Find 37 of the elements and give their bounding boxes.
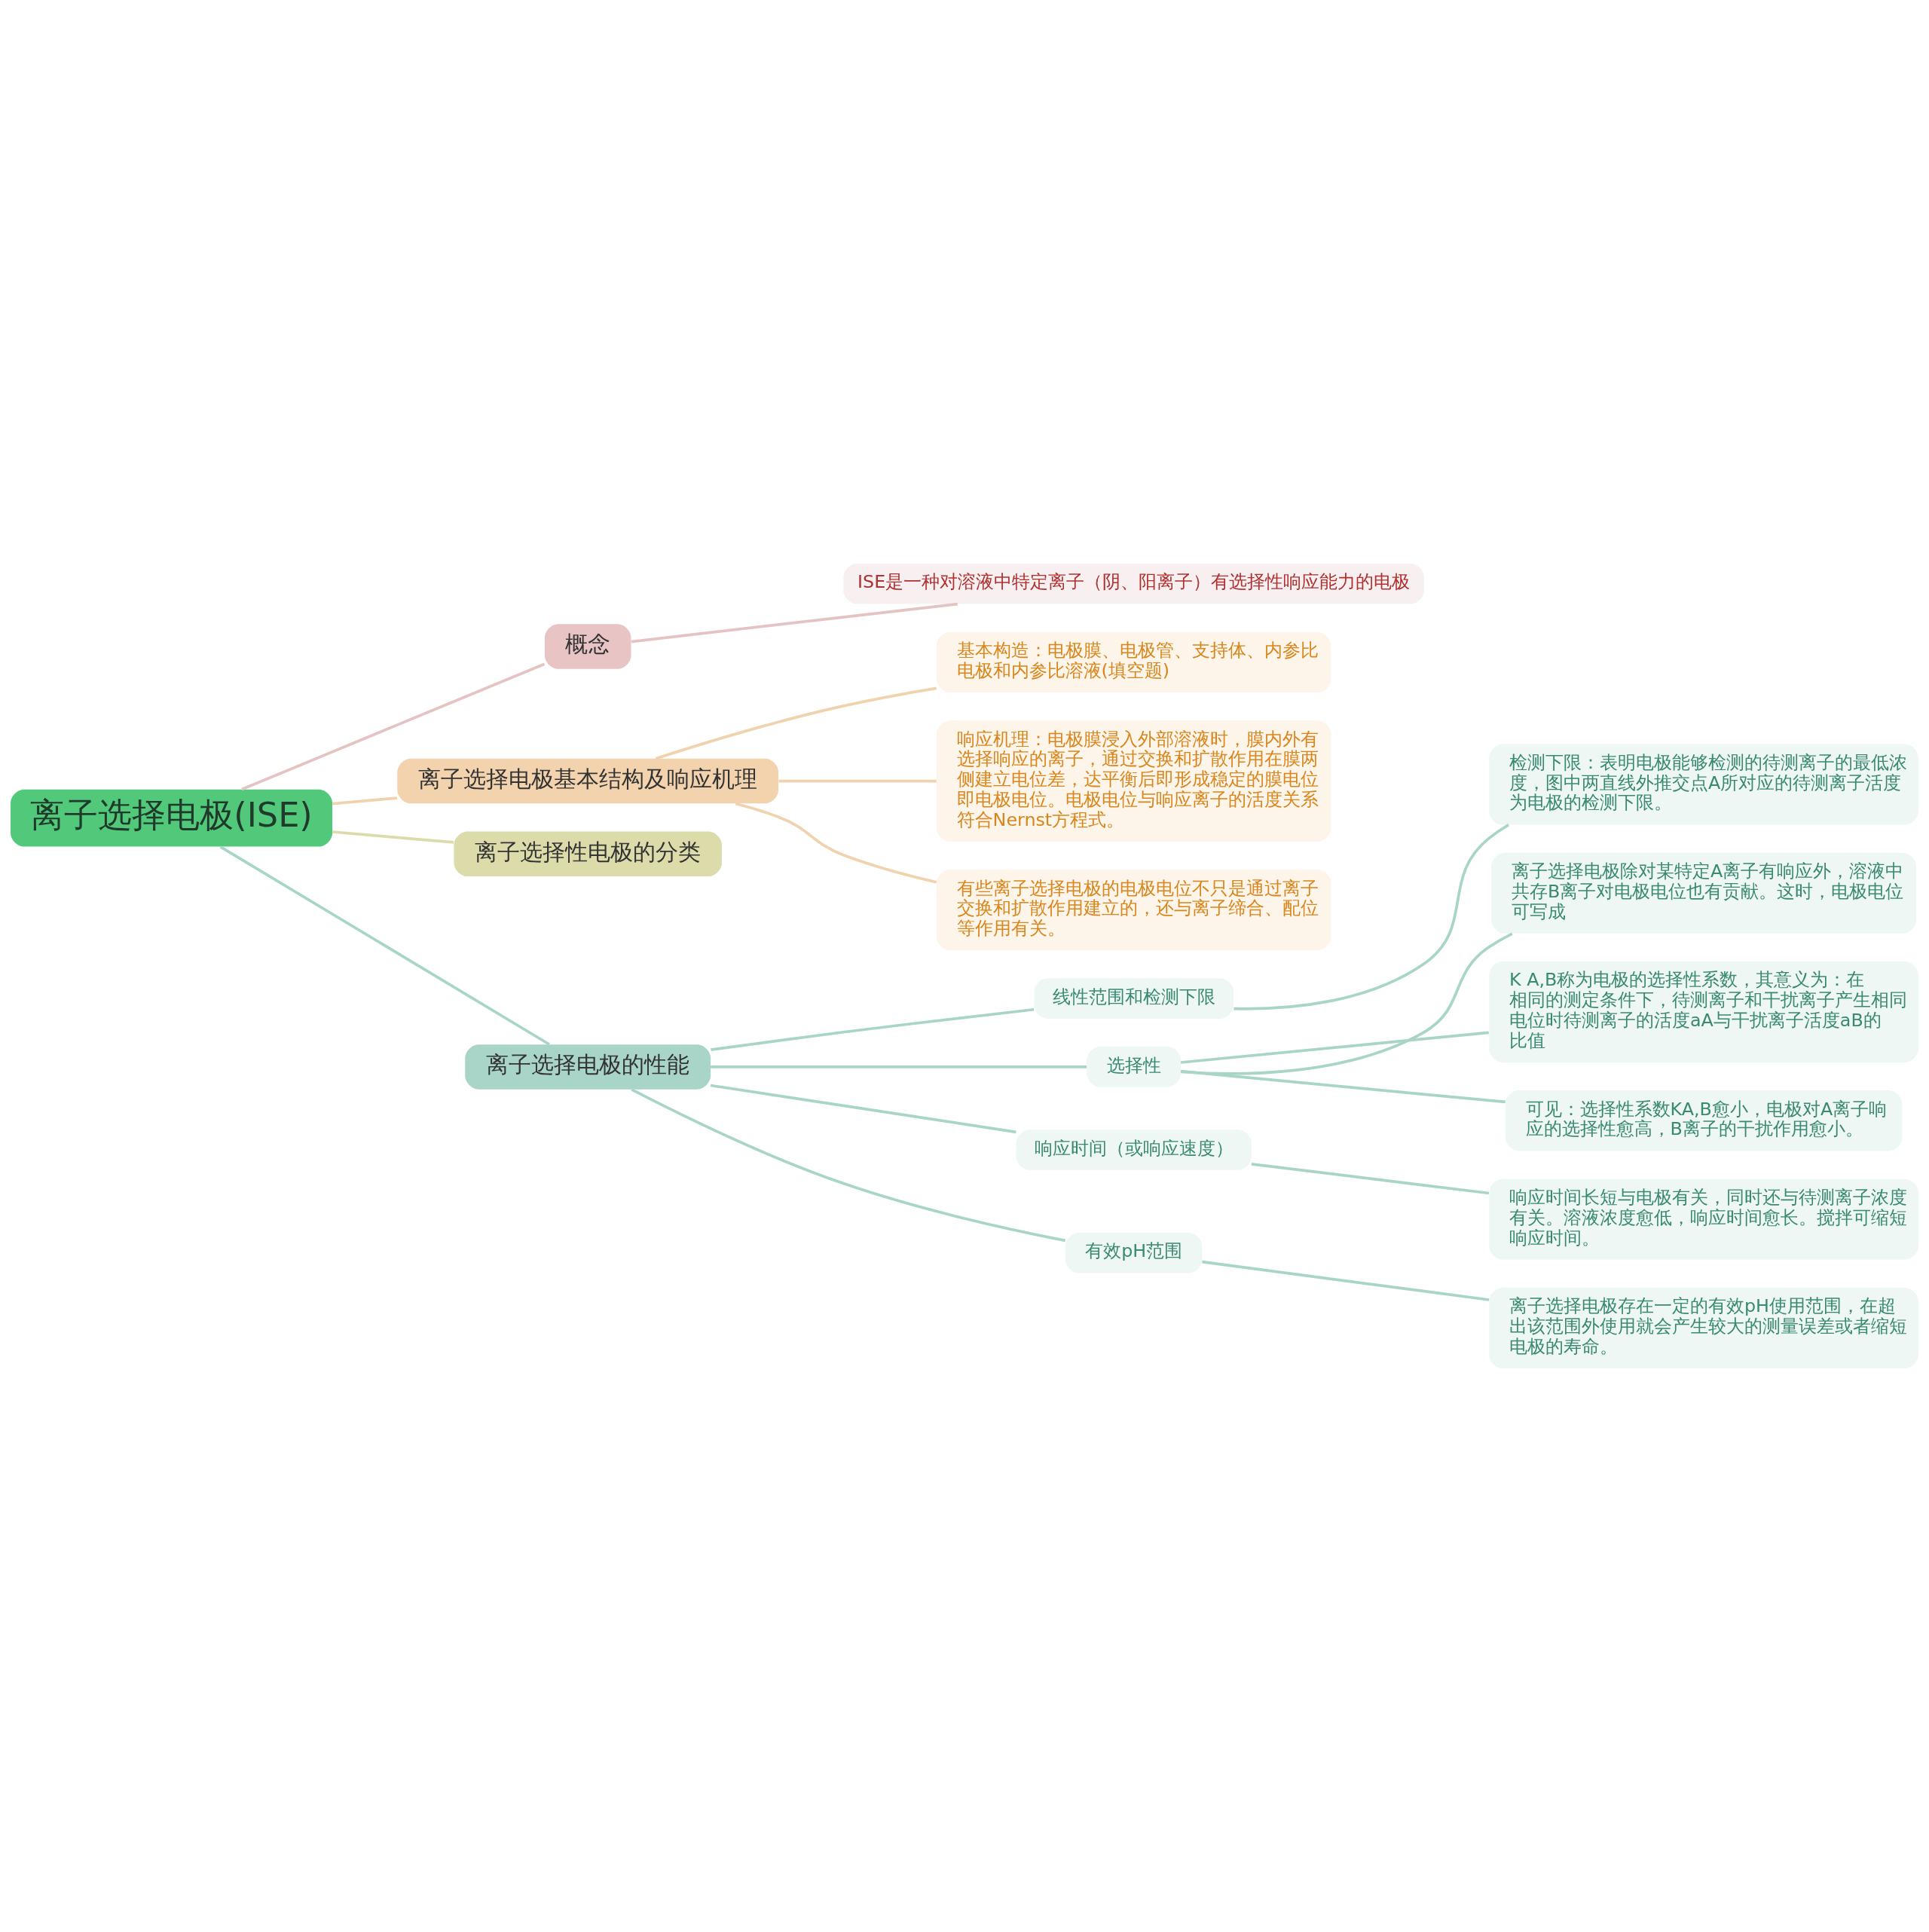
node-box: 离子选择电极的性能 (465, 1044, 711, 1090)
node-box: 离子选择性电极的分类 (454, 831, 722, 876)
node-box: 响应时间（或响应速度） (1016, 1130, 1252, 1170)
node-box: 响应时间长短与电极有关，同时还与待测离子浓度有关。溶液浓度愈低，响应时间愈长。搅拌可缩短响应时间。 (1489, 1178, 1918, 1260)
node-box: 概念 (544, 624, 631, 669)
node-box: 离子选择电极存在一定的有效pH使用范围，在超出该范围外使用就会产生较大的测量误差或者缩短电极的寿命。 (1489, 1287, 1918, 1369)
connector (710, 1084, 1016, 1134)
node-box: 可见：选择性系数KA,B愈小，电极对A离子响应的选择性愈高，B离子的干扰作用愈小。 (1505, 1090, 1903, 1151)
node-box: 离子选择电极除对某特定A离子有响应外，溶液中共存B离子对电极电位也有贡献。这时，电极电位可写成 (1491, 852, 1916, 934)
connector (332, 796, 398, 806)
connector (1180, 1031, 1489, 1064)
connector (1234, 824, 1509, 1010)
connector (1180, 1069, 1506, 1104)
node-box: 选择性 (1087, 1047, 1182, 1087)
connector (631, 1088, 1066, 1243)
connector (1251, 1163, 1490, 1195)
connector (735, 802, 937, 884)
connector (1202, 1260, 1490, 1301)
connector (332, 830, 454, 844)
connector (1181, 932, 1513, 1075)
node-box: 有效pH范围 (1065, 1233, 1203, 1273)
connector (241, 662, 546, 791)
node-box: 检测下限：表明电极能够检测的待测离子的最低浓度，图中两直线外推交点A所对应的待测离子活度为电极的检测下限。 (1489, 744, 1918, 825)
node-box: 响应机理：电极膜浸入外部溶液时，膜内外有选择响应的离子，通过交换和扩散作用在膜两侧建立电位差，达平衡后即形成稳定的膜电位即电极电位。电极电位与响应离子的活度关系符合Nernst方程式。 (936, 720, 1331, 842)
connector (711, 1007, 1035, 1051)
node-box: 有些离子选择电极的电极电位不只是通过离子交换和扩散作用建立的，还与离子缔合、配位等作用有关。 (936, 870, 1331, 951)
node-box: 离子选择电极(ISE) (11, 789, 332, 847)
connector (219, 845, 550, 1046)
connector (655, 686, 937, 760)
connector (711, 1065, 1087, 1068)
node-box: 线性范围和检测下限 (1034, 978, 1234, 1019)
node-box: 基本构造：电极膜、电极管、支持体、内参比电极和内参比溶液(填空题) (936, 631, 1331, 692)
node-box: K A,B称为电极的选择性系数，其意义为：在相同的测定条件下，待测离子和干扰离子产生相同电位时待测离子的活度aA与干扰离子活度aB的比值 (1489, 961, 1918, 1062)
connector (631, 602, 958, 643)
node-box: ISE是一种对溶液中特定离子（阴、阳离子）有选择性响应能力的电极 (843, 563, 1424, 604)
node-box: 离子选择电极基本结构及响应机理 (397, 758, 779, 804)
connector (778, 779, 937, 783)
